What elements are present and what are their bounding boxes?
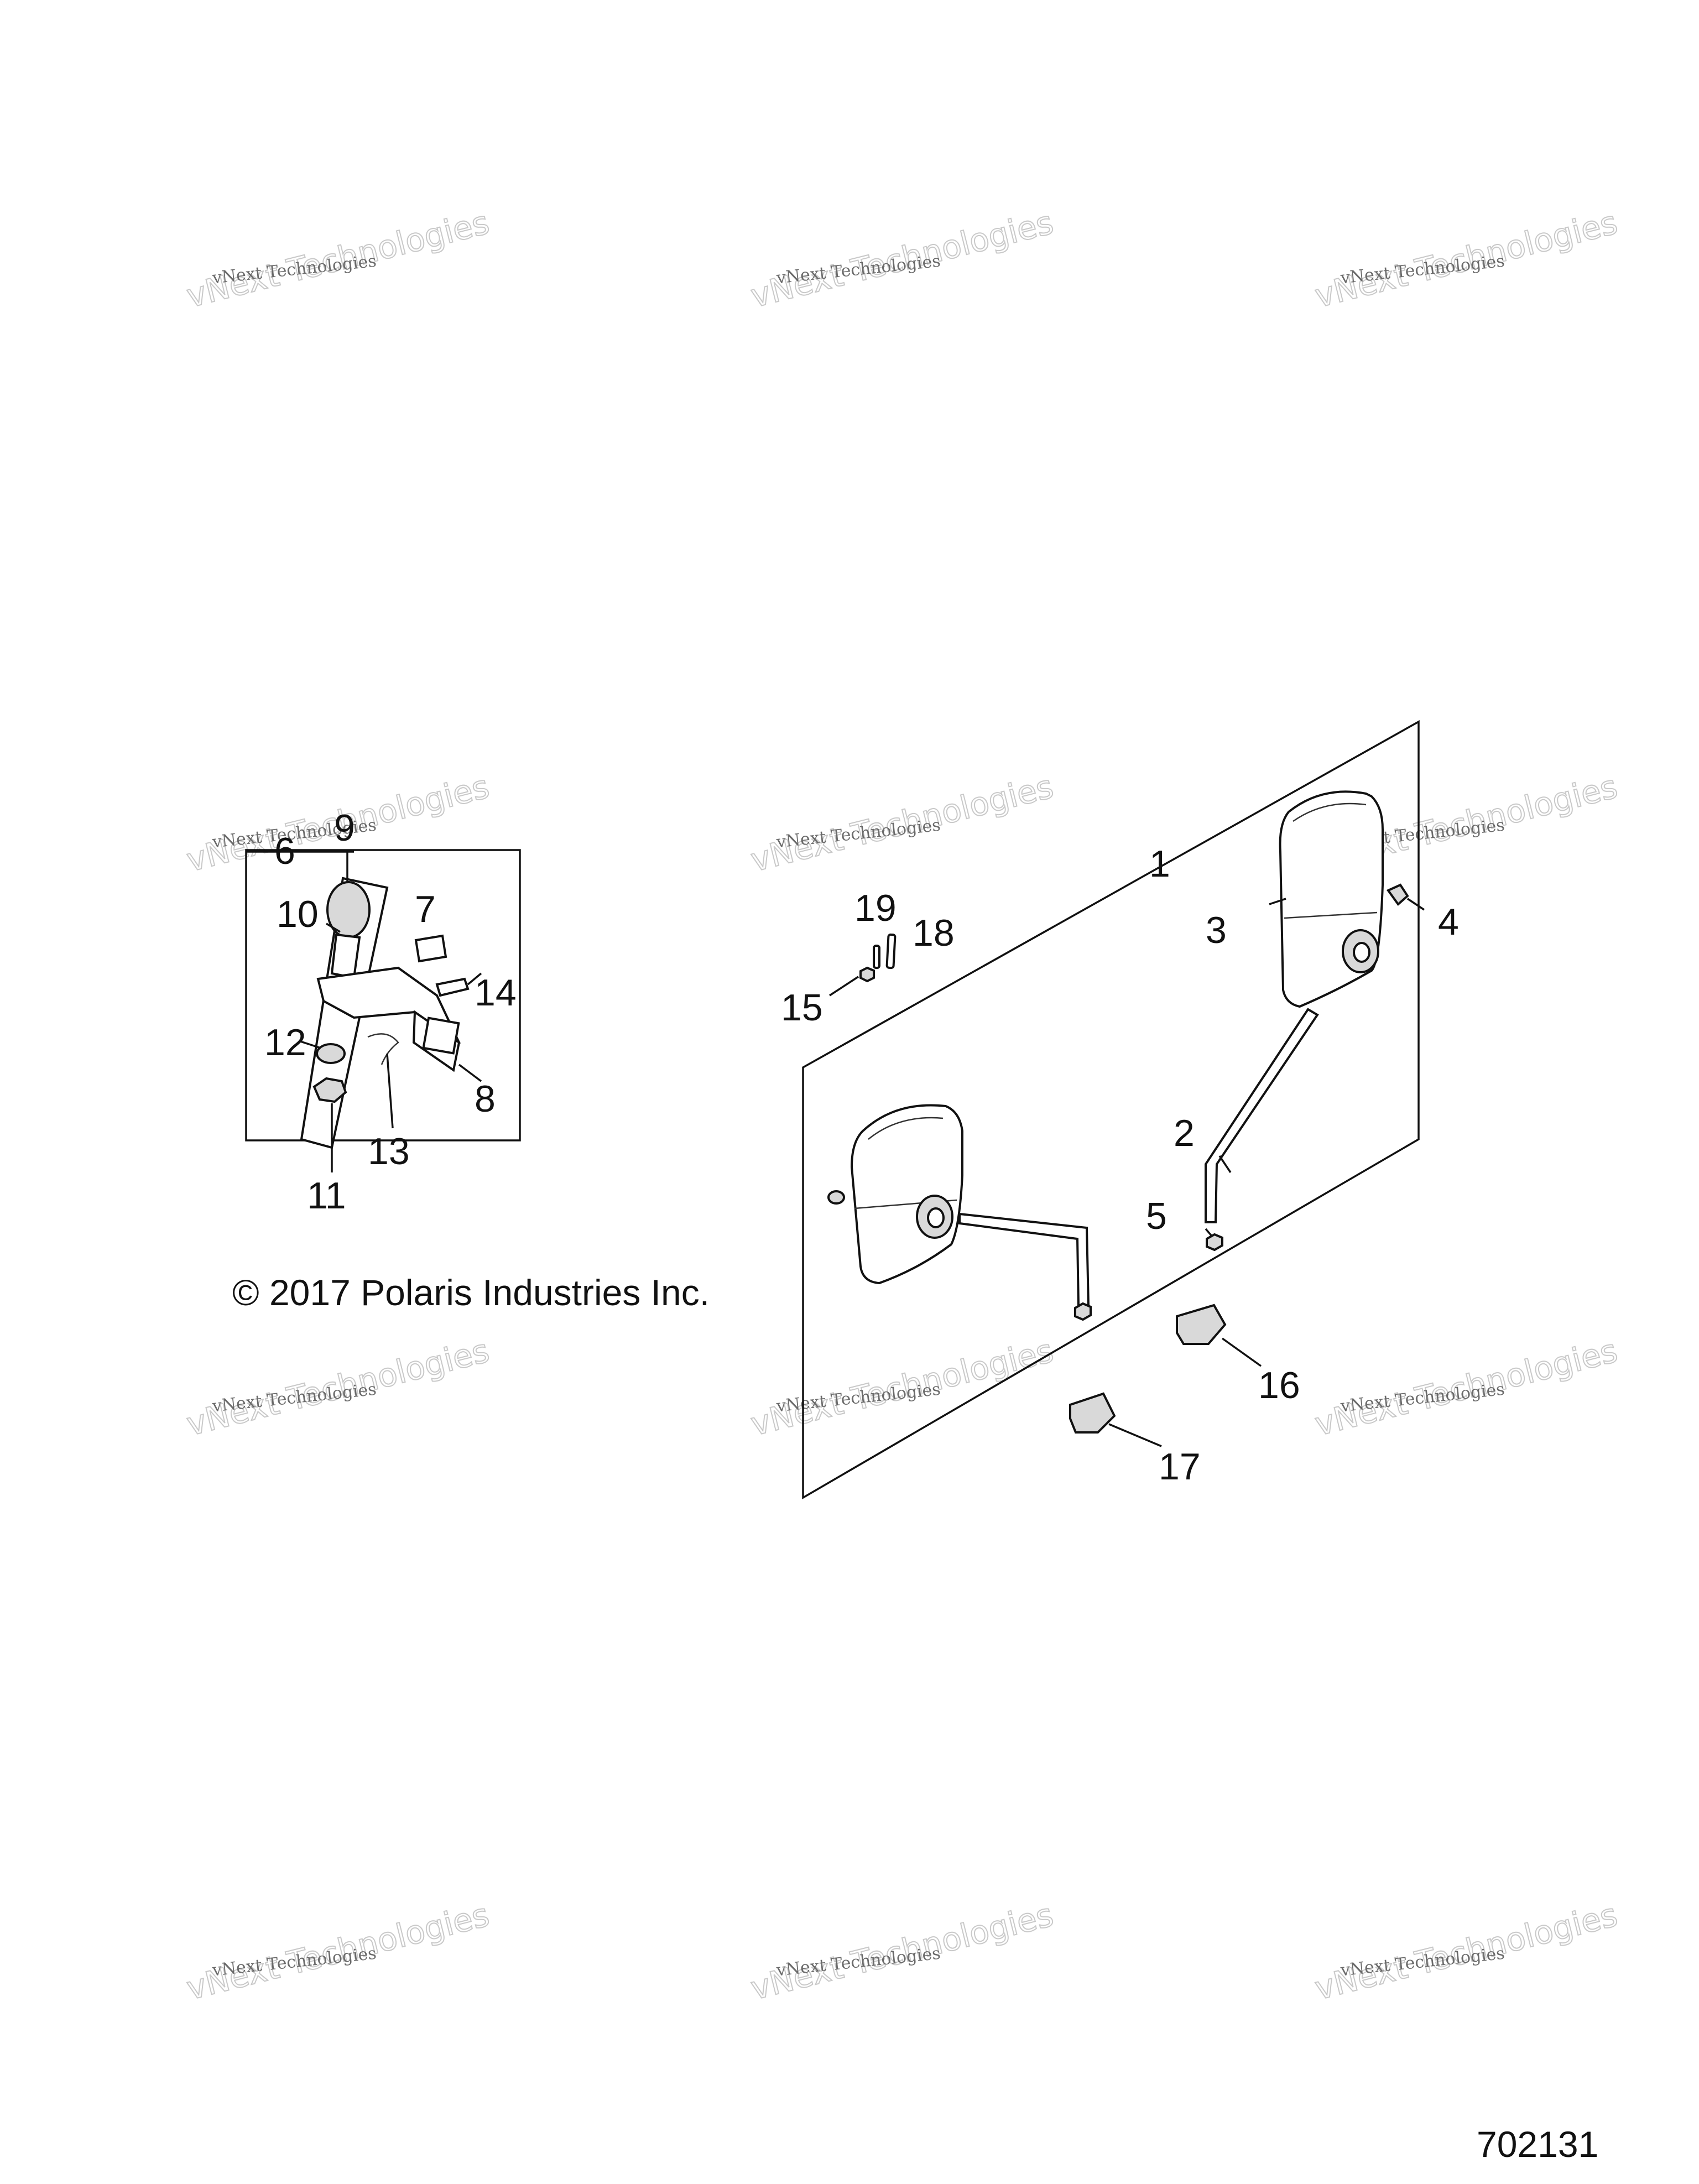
mirror-group-outline	[802, 720, 1420, 1500]
watermark: vNext Technologies vNext Technologies	[747, 767, 1057, 880]
decal	[414, 934, 447, 963]
watermark: vNext Technologies vNext Technologies	[183, 203, 493, 316]
mirror-assembly: 1 2 3 4 5 15 19 18 16 17	[781, 720, 1459, 1500]
lower-mirror-arm	[958, 1212, 1090, 1306]
leader-line	[829, 976, 859, 997]
clamp-17	[1069, 1392, 1116, 1434]
callout-5: 5	[1146, 1195, 1167, 1237]
leader-line	[458, 1064, 482, 1082]
leader-line	[1269, 898, 1286, 905]
watermark: vNext Technologies vNext Technologies	[747, 1895, 1057, 2008]
callout-12: 12	[264, 1021, 306, 1064]
upper-mirror	[1279, 790, 1409, 1008]
callout-15: 15	[781, 987, 823, 1029]
watermark: vNext Technologies vNext Technologies	[747, 203, 1057, 316]
clamp-16	[1176, 1304, 1227, 1345]
watermark: vNext Technologies vNext Technologies	[1311, 203, 1622, 316]
callout-10: 10	[277, 893, 319, 935]
copyright-notice: © 2017 Polaris Industries Inc.	[232, 1272, 710, 1313]
watermark: vNext Technologies vNext Technologies	[183, 1895, 493, 2008]
leader-line	[467, 972, 482, 986]
figure-number: 702131	[1477, 2124, 1598, 2165]
callout-16: 16	[1258, 1364, 1300, 1406]
leader-line	[1407, 898, 1425, 911]
callout-19: 19	[854, 887, 897, 929]
watermark: vNext Technologies vNext Technologies	[1311, 1895, 1622, 2008]
hitch-pin	[435, 977, 470, 997]
leader-line	[1205, 1228, 1213, 1238]
callout-18: 18	[913, 912, 955, 954]
mirror-arm	[1205, 1008, 1319, 1223]
callout-14: 14	[475, 972, 517, 1014]
leader-line	[326, 922, 341, 933]
callout-3: 3	[1206, 909, 1227, 951]
hitch-group-box	[245, 849, 521, 1141]
callout-2: 2	[1174, 1112, 1195, 1154]
callout-9: 9	[334, 807, 355, 849]
watermark: vNext Technologies vNext Technologies	[1311, 1331, 1622, 1444]
hitch-assembly: 6 9 10 7 14 12 13 8 11	[245, 807, 521, 1217]
hitch-clip	[367, 1033, 399, 1065]
callout-13: 13	[368, 1130, 410, 1172]
callout-4: 4	[1438, 901, 1459, 943]
callout-7: 7	[415, 888, 436, 930]
callout-6: 6	[274, 830, 295, 872]
watermark: vNext Technologies vNext Technologies	[183, 1331, 493, 1444]
leader-line	[1108, 1423, 1162, 1447]
screw	[885, 933, 897, 969]
callout-8: 8	[475, 1078, 496, 1120]
small-nut	[859, 966, 875, 983]
leader-line	[386, 1053, 394, 1129]
mirror-side-cap	[827, 1190, 845, 1205]
watermark-grid: vNext Technologies vNext Technologies vN…	[183, 203, 1622, 2008]
callout-17: 17	[1159, 1446, 1201, 1488]
screw	[873, 945, 880, 969]
leader-line	[1218, 1155, 1232, 1173]
leader-line	[1221, 1337, 1262, 1367]
callout-11: 11	[307, 1175, 346, 1217]
arm-nut	[1206, 1233, 1223, 1252]
mirror-knob	[1386, 883, 1409, 906]
callout-1: 1	[1149, 843, 1170, 885]
hitch-ball-shank	[330, 933, 361, 979]
leader-line	[298, 1040, 321, 1049]
hitch-nut	[312, 1077, 347, 1103]
lower-mirror	[827, 1104, 1092, 1321]
receiver-square	[422, 1017, 460, 1055]
watermark: vNext Technologies vNext Technologies	[747, 1331, 1057, 1444]
washer	[316, 1043, 346, 1064]
